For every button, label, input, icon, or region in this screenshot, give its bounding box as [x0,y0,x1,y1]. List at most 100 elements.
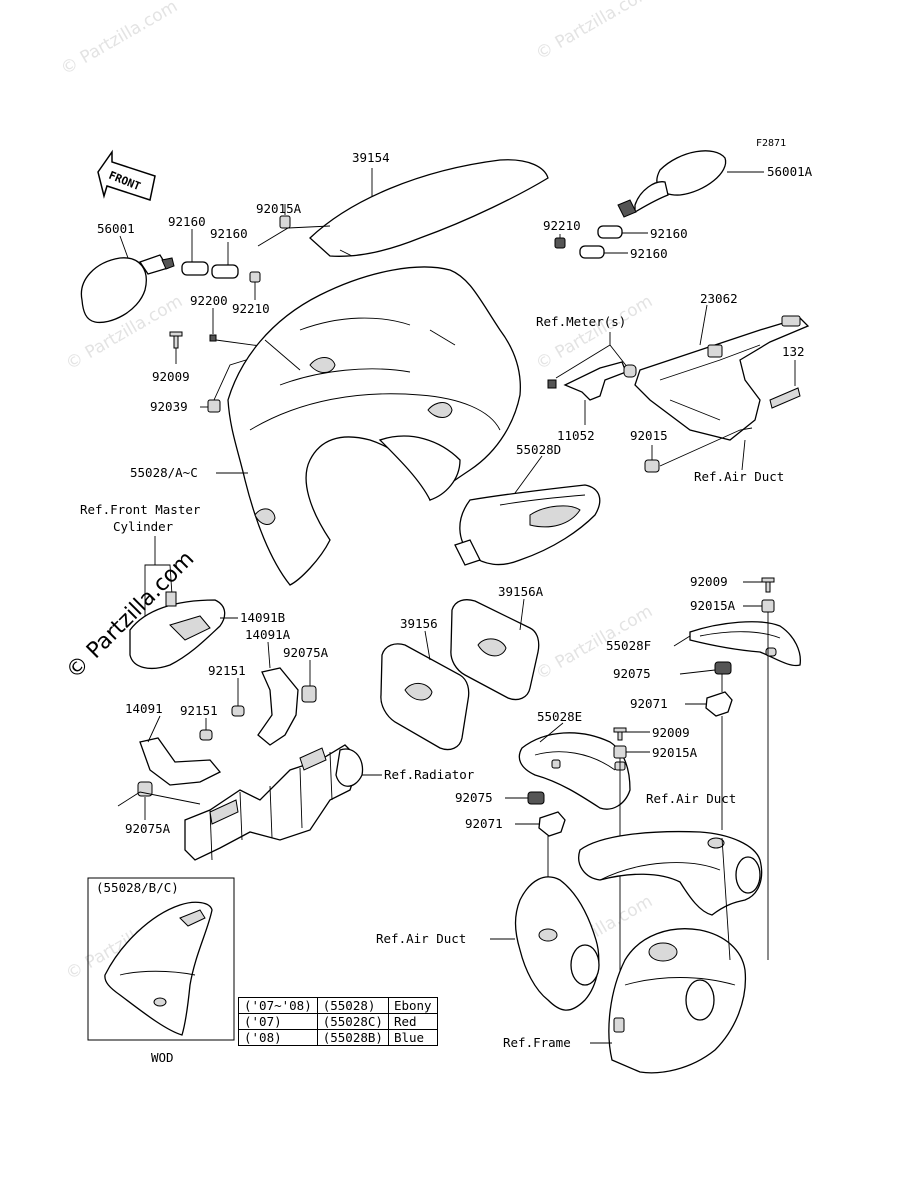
inner-panel-55028D-part [454,484,601,566]
part-label-92200: 92200 [190,293,228,308]
part-label-14091A: 14091A [245,627,291,642]
part-label-92009-left: 92009 [152,369,190,384]
part-label-92015A-r1: 92015A [690,598,736,613]
part-label-92075-r2: 92075 [455,790,493,805]
ref-air-duct-label-2: Ref.Air Duct [646,791,736,806]
figure-code: F2871 [756,138,786,149]
part-label-92039: 92039 [150,399,188,414]
part-label-11052: 11052 [557,428,595,443]
frame-reference [608,928,747,1074]
legend-row: ('07~'08) (55028) Ebony [238,997,438,1014]
part-label-14091: 14091 [125,701,163,716]
part-label-92160-left-2: 92160 [210,226,248,241]
part-label-92160-right-2: 92160 [630,246,668,261]
ref-fmc-label-line2: Cylinder [113,519,174,534]
grommet-92075-r1 [714,661,732,675]
bracket-11052-part [547,361,637,401]
legend-part: (55028B) [316,1029,389,1046]
inset-title: (55028/B/C) [96,880,179,895]
legend-color: Red [387,1013,438,1030]
legend-years: ('07) [238,1013,318,1030]
part-label-92210-right: 92210 [543,218,581,233]
legend-color: Blue [387,1029,438,1046]
clip-92200 [209,334,217,342]
grommet-92075-r2 [527,791,545,805]
upper-cowl-part [227,266,521,586]
part-label-23062: 23062 [700,291,738,306]
part-label-92071-r1: 92071 [630,696,668,711]
screw-92009-r2 [613,727,627,741]
legend-part: (55028C) [316,1013,389,1030]
part-label-92009-r2: 92009 [652,725,690,740]
grommet-92071-r2 [538,811,566,837]
part-label-92009-r1: 92009 [690,574,728,589]
bracket-14091A-part [231,667,317,746]
ref-air-duct-label-3: Ref.Air Duct [376,931,466,946]
part-label-92151-b: 92151 [180,703,218,718]
watermark: © Partzilla.com [533,0,657,64]
part-label-92075A-b: 92075A [125,821,171,836]
part-label-92151-a: 92151 [208,663,246,678]
part-label-55028AC: 55028/A~C [130,465,198,480]
part-label-39156A: 39156A [498,584,544,599]
watermark: © Partzilla.com [58,0,182,79]
bolt-92015A-top [279,215,291,229]
meter-bracket-part [634,315,810,441]
part-label-56001A: 56001A [767,164,813,179]
bolt-132 [769,387,801,409]
ref-radiator-label: Ref.Radiator [384,767,475,782]
ref-air-duct-label-1: Ref.Air Duct [694,469,784,484]
legend-color: Ebony [387,997,438,1014]
legend-years: ('07~'08) [238,997,318,1014]
legend-row: ('07) (55028C) Red [238,1013,438,1030]
part-label-56001: 56001 [97,221,135,236]
part-label-55028D: 55028D [516,442,561,457]
windshield-part [309,159,549,257]
nut-92210-left [249,271,261,283]
washer-left-parts [181,261,239,279]
part-label-55028F: 55028F [606,638,651,653]
screw-92009-r1 [761,577,775,593]
nut-92015 [644,459,660,473]
collar-92015A-r1 [761,599,775,613]
part-label-92160-right-1: 92160 [650,226,688,241]
part-label-39156: 39156 [400,616,438,631]
watermark: © Partzilla.com [533,291,657,374]
part-label-92015A-r2: 92015A [652,745,698,760]
mirror-right-part [617,150,727,218]
part-label-39154: 39154 [352,150,390,165]
part-label-92075A-a: 92075A [283,645,329,660]
radiator-reference [184,744,364,861]
color-legend-table: ('07~'08) (55028) Ebony ('07) (55028C) R… [238,997,438,1046]
ref-frame-label: Ref.Frame [503,1035,571,1050]
grommet-92071-r1 [705,691,733,717]
pad-39156-part [380,643,470,751]
inset-caption: WOD [151,1050,174,1065]
part-label-14091B: 14091B [240,610,285,625]
inset-box [87,877,235,1041]
pad-39156A-part [450,599,540,701]
washer-right-parts [554,225,623,259]
screw-92009-left [169,331,183,349]
panel-55028F-part [689,621,801,667]
part-label-92071-r2: 92071 [465,816,503,831]
inset-cowl-part [104,901,213,1036]
mirror-left-part [80,254,175,324]
bracket-14091-part [137,729,222,797]
legend-years: ('08) [238,1029,318,1046]
part-label-92210-left: 92210 [232,301,270,316]
bolt-92039 [207,399,221,413]
front-arrow-icon: FRONT [97,149,156,201]
air-duct-right-reference [578,830,763,916]
part-label-55028E: 55028E [537,709,582,724]
legend-row: ('08) (55028B) Blue [238,1029,438,1046]
ref-fmc-label-line1: Ref.Front Master [80,502,201,517]
part-label-92015A-top: 92015A [256,201,302,216]
part-label-92015: 92015 [630,428,668,443]
cover-14091B-part [129,591,226,669]
part-label-92075-r1: 92075 [613,666,651,681]
legend-part: (55028) [316,997,389,1014]
collar-92015A-r2 [613,745,627,759]
panel-55028E-part [518,732,631,810]
